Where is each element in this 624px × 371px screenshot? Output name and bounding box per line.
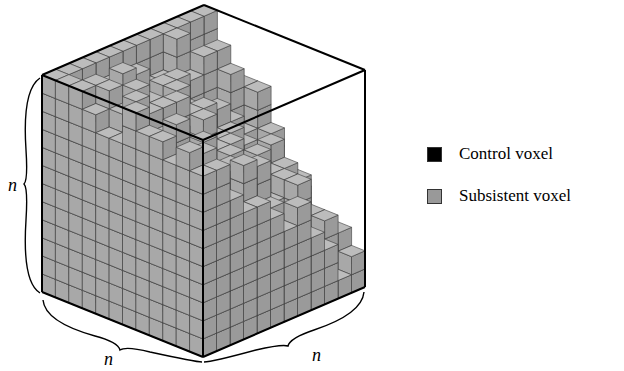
voxel-face: [190, 46, 217, 57]
voxel-stack: [42, 5, 365, 357]
voxel-face: [258, 134, 285, 145]
voxel-face: [258, 123, 285, 134]
voxel-face: [217, 63, 244, 74]
voxel-face: [163, 80, 190, 91]
voxel-face: [109, 63, 136, 74]
voxel-face: [244, 81, 271, 92]
voxel-face: [163, 28, 190, 39]
